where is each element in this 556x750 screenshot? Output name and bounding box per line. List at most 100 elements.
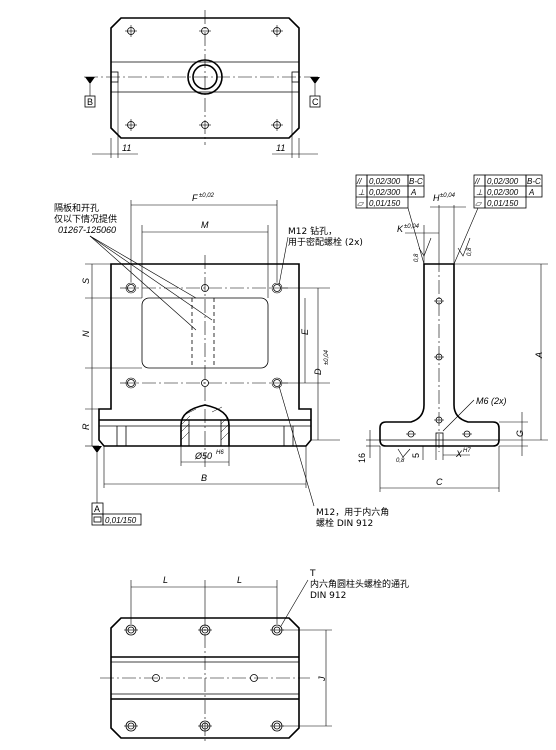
- note-m12-drill-line2: 用于密配螺栓 (2x): [288, 236, 363, 248]
- mount-hole: [199, 27, 211, 35]
- m12-hole: [271, 377, 283, 389]
- dim-m: M: [201, 220, 209, 230]
- note-through-line1: 内六角圆柱头螺栓的通孔: [310, 578, 409, 590]
- mount-hole: [199, 121, 211, 129]
- roughness-3: 0,8: [396, 458, 405, 464]
- gdt-right-sym-1: //: [474, 177, 480, 186]
- through-hole: [270, 720, 284, 732]
- hole: [434, 416, 444, 424]
- note-m12-drill-line1: M12 钻孔，: [288, 225, 337, 237]
- dim-h: H: [433, 193, 440, 203]
- front-view: F ±0,02 M S N R E D ±0,04 B Ø50: [54, 193, 389, 529]
- dim-g: G: [515, 430, 525, 437]
- m12-hole: [201, 379, 209, 387]
- gdt-left-sym-2: ⊥: [358, 188, 365, 197]
- dim-e: E: [300, 328, 310, 335]
- center-hole: [152, 674, 160, 682]
- dim-x: X: [455, 449, 463, 459]
- mount-hole: [125, 25, 137, 37]
- dim-f-tolerance: ±0,02: [199, 193, 215, 199]
- leader-line: [89, 235, 197, 331]
- hole: [434, 297, 444, 305]
- leader-line: [278, 236, 289, 286]
- dim-x-tolerance: H7: [463, 448, 471, 454]
- gdt-left-ref-1: B-C: [409, 177, 423, 186]
- leader-line: [280, 579, 309, 627]
- dim-11-right: 11: [276, 143, 285, 153]
- m12-hole: [125, 377, 137, 389]
- dim-n: N: [81, 330, 91, 337]
- gdt-left-val-3: 0,01/150: [369, 199, 401, 208]
- bore-section: [180, 404, 230, 446]
- hole: [406, 430, 416, 438]
- note-t: T: [309, 569, 316, 579]
- hole: [462, 430, 472, 438]
- note-partition-part-no: 01267-125060: [58, 225, 116, 235]
- mount-hole: [125, 119, 137, 131]
- roughness-symbol: [457, 237, 471, 257]
- gdt-right-val-1: 0,02/300: [487, 177, 519, 186]
- roughness-2: 0,8: [467, 247, 473, 256]
- note-m12-hex-line2: 螺栓 DIN 912: [316, 517, 373, 529]
- gdt-left-val-1: 0,02/300: [369, 177, 401, 186]
- bore-hole: [192, 64, 218, 90]
- bore-boss: [187, 59, 223, 95]
- note-m6: M6 (2x): [476, 396, 507, 406]
- dim-11-left: 11: [122, 143, 131, 153]
- leader-line: [453, 207, 479, 265]
- gdt-left-val-2: 0,02/300: [369, 188, 401, 197]
- gdt-frame-left: // 0,02/300 B-C ⊥ 0,02/300 A ▱ 0,01/150: [355, 174, 425, 209]
- datum-triangle: [92, 446, 102, 453]
- bore-diameter: Ø50: [194, 451, 212, 461]
- mount-hole: [271, 25, 283, 37]
- dim-l1: L: [163, 575, 168, 585]
- center-hole: [250, 674, 258, 682]
- top-view-outline: [110, 17, 300, 139]
- leader-line: [89, 235, 213, 321]
- roughness-1: 0,8: [414, 253, 420, 262]
- dim-s: S: [81, 278, 91, 284]
- bottom-view-outline: [110, 617, 300, 739]
- gdt-right-val-3: 0,01/150: [487, 199, 519, 208]
- datum-box-b: [84, 95, 96, 108]
- dim-d-tolerance: ±0,04: [324, 349, 330, 365]
- mount-hole: [271, 119, 283, 131]
- gdt-left-sym-1: //: [356, 177, 362, 186]
- bottom-view: L L J T 内六角圆柱头螺栓的通孔 DIN 912: [100, 569, 409, 744]
- dim-h-tolerance: ±0,04: [440, 193, 456, 199]
- datum-triangle: [310, 77, 320, 84]
- through-hole: [124, 624, 138, 636]
- pin-slot: [291, 71, 300, 83]
- through-hole: [124, 720, 138, 732]
- gdt-frame-right: // 0,02/300 B-C ⊥ 0,02/300 A ▱ 0,01/150: [473, 174, 543, 209]
- gdt-right-sym-3: ▱: [475, 199, 483, 208]
- through-hole: [198, 720, 212, 732]
- dim-a: A: [534, 352, 544, 359]
- dim-b: B: [201, 473, 207, 483]
- dim-d: D: [313, 368, 323, 375]
- dim-l2: L: [237, 575, 242, 585]
- m12-hole: [271, 282, 283, 294]
- flatness-value: 0,01/150: [105, 516, 137, 525]
- flatness-icon: [93, 516, 102, 523]
- m12-hole: [125, 282, 137, 294]
- through-hole: [198, 624, 212, 636]
- m12-hole: [201, 284, 209, 292]
- flatness-value-box: [102, 513, 142, 526]
- dim-c: C: [436, 477, 443, 487]
- dim-j: J: [317, 676, 327, 682]
- dim-5: 5: [411, 453, 421, 458]
- datum-label-c: C: [312, 97, 319, 107]
- leader-line: [442, 399, 475, 432]
- pin-slot: [110, 71, 119, 83]
- dowel-hole: [435, 432, 444, 447]
- side-view: // 0,02/300 B-C ⊥ 0,02/300 A ▱ 0,01/150 …: [355, 174, 548, 492]
- top-view: B C 11 11: [84, 10, 321, 158]
- gdt-right-val-2: 0,02/300: [487, 188, 519, 197]
- through-hole: [270, 624, 284, 636]
- note-through-line2: DIN 912: [310, 591, 346, 601]
- bore-tolerance: H6: [216, 450, 224, 456]
- hole: [434, 353, 444, 361]
- dim-16: 16: [357, 453, 367, 463]
